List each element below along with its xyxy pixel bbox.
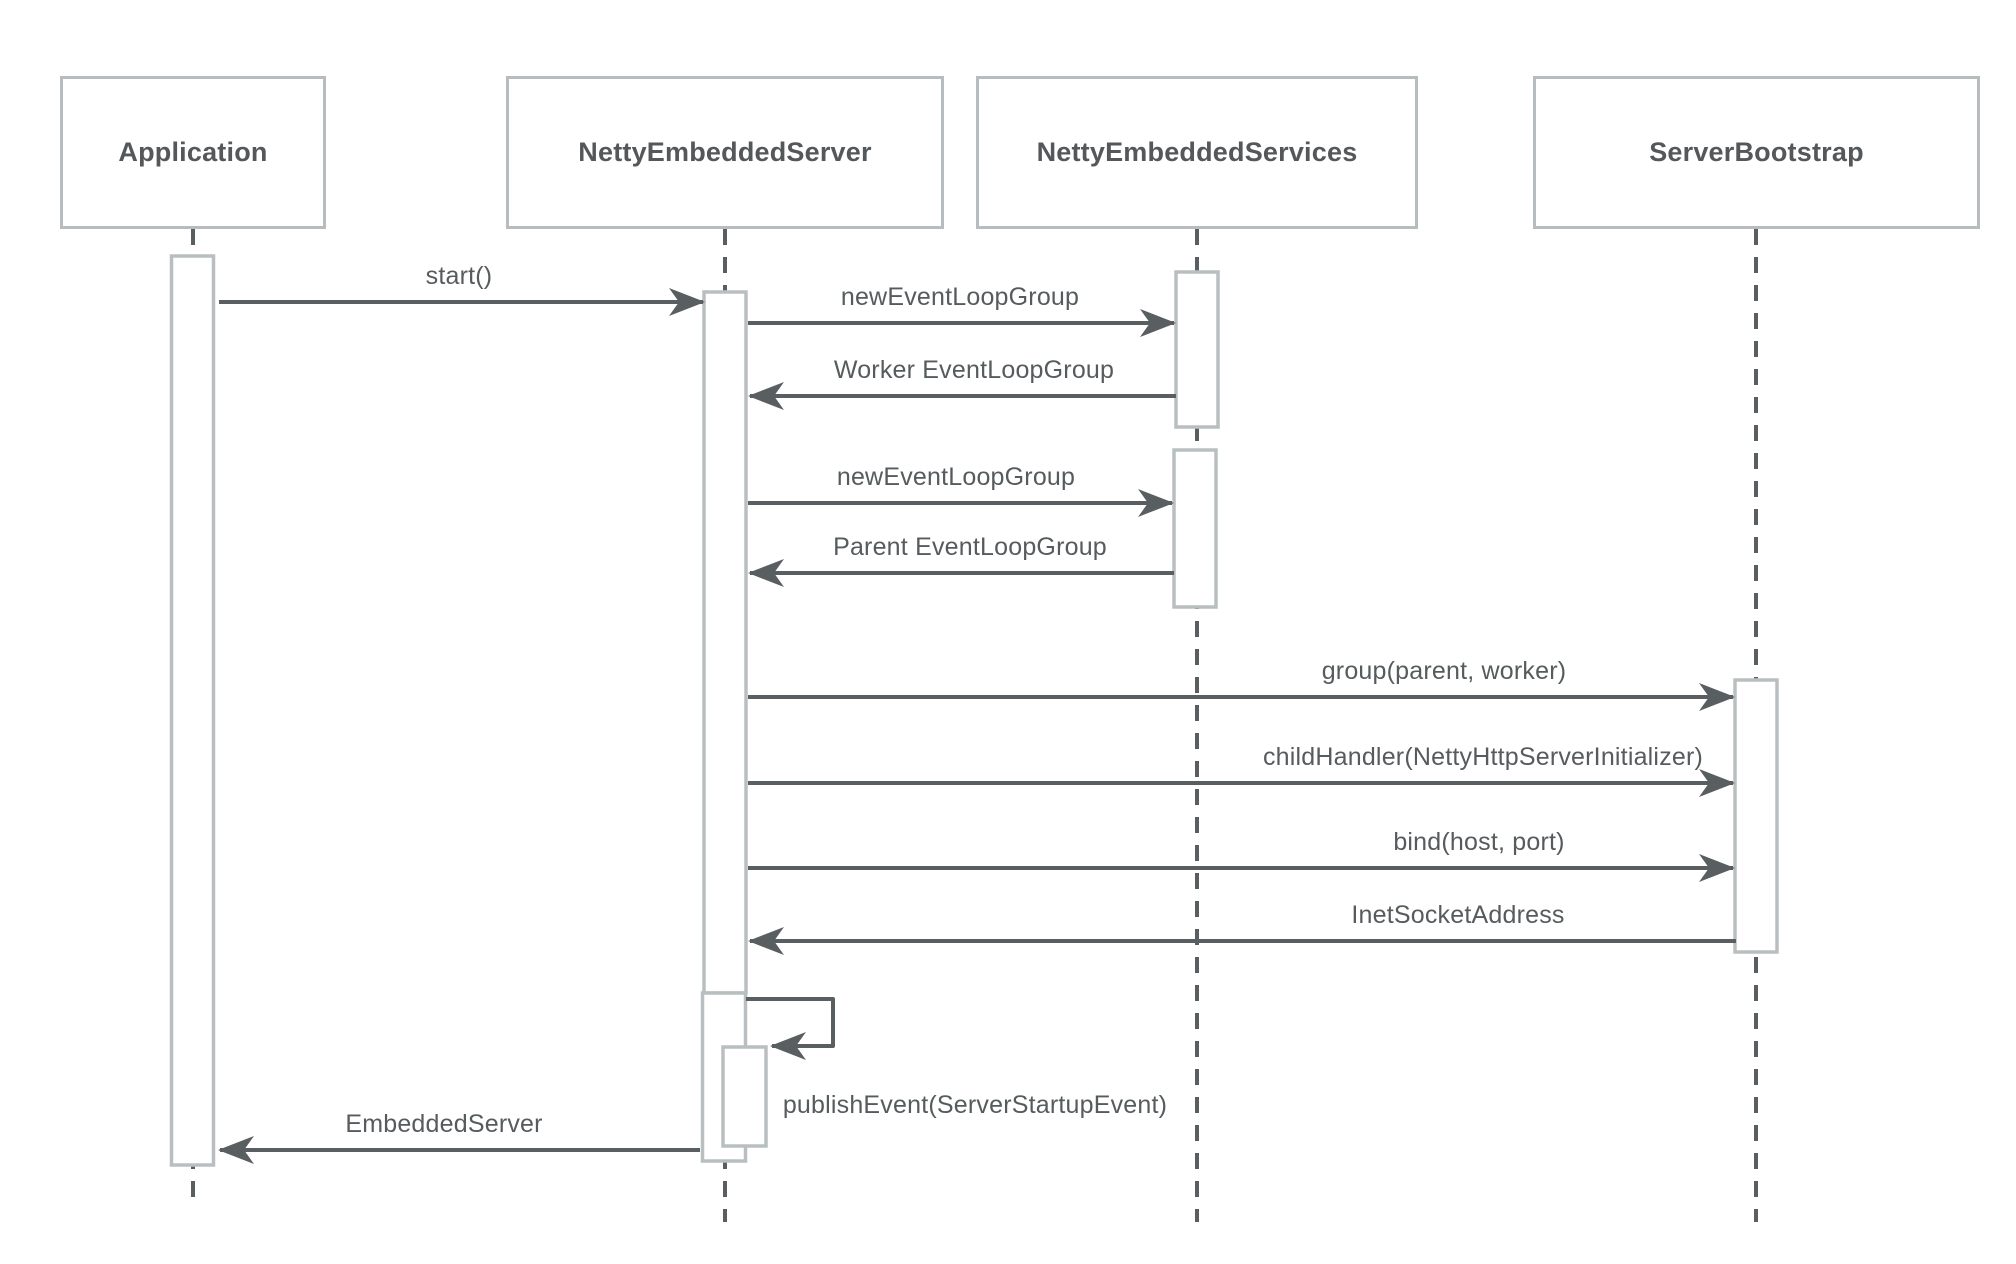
- participant-netty-embedded-server: NettyEmbeddedServer: [506, 76, 944, 229]
- message-label-new-elg-parent: newEventLoopGroup: [836, 463, 1076, 491]
- message-label-start: start(): [425, 262, 493, 290]
- participant-server-bootstrap: ServerBootstrap: [1533, 76, 1980, 229]
- participant-netty-embedded-services: NettyEmbeddedServices: [976, 76, 1418, 229]
- message-label-embedded-server: EmbeddedServer: [345, 1110, 543, 1138]
- message-label-publish-event: publishEvent(ServerStartupEvent): [782, 1091, 1168, 1119]
- message-label-inet-socket-address: InetSocketAddress: [1351, 901, 1565, 929]
- message-label-child-handler: childHandler(NettyHttpServerInitializer): [1262, 743, 1704, 771]
- message-label-worker-elg: Worker EventLoopGroup: [833, 356, 1115, 384]
- activation-bars: [169, 254, 1779, 1167]
- message-label-bind: bind(host, port): [1393, 828, 1565, 856]
- activation-services-1: [1174, 270, 1220, 429]
- message-arrows: [218, 288, 1736, 1164]
- activation-server-nested: [721, 1045, 768, 1148]
- activation-application: [169, 254, 216, 1167]
- message-label-new-elg-worker: newEventLoopGroup: [840, 283, 1080, 311]
- message-label-parent-elg: Parent EventLoopGroup: [833, 533, 1107, 561]
- arrow-publish-event-self: [746, 997, 835, 1060]
- participant-application-label: Application: [118, 137, 268, 167]
- activation-server-main: [702, 290, 748, 995]
- participant-netty-embedded-server-label: NettyEmbeddedServer: [578, 137, 872, 167]
- participant-application: Application: [60, 76, 326, 229]
- participant-netty-embedded-services-label: NettyEmbeddedServices: [1036, 137, 1358, 167]
- participant-server-bootstrap-label: ServerBootstrap: [1649, 137, 1864, 167]
- activation-services-2: [1172, 448, 1218, 609]
- activation-bootstrap: [1733, 678, 1779, 954]
- message-label-group: group(parent, worker): [1321, 657, 1567, 685]
